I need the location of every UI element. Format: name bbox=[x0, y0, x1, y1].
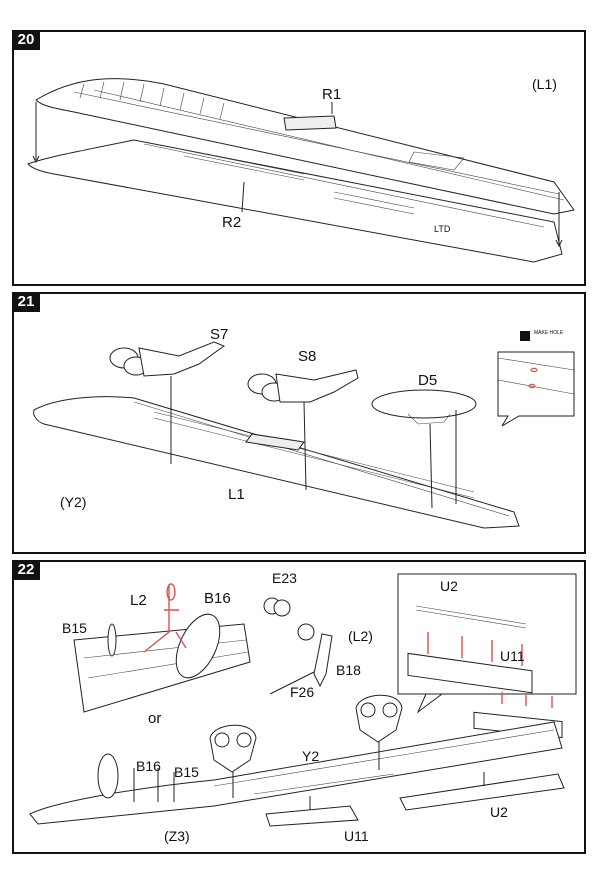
door-b15 bbox=[107, 623, 117, 657]
label-l2: L2 bbox=[130, 592, 147, 609]
landing-gear-diagram bbox=[29, 573, 577, 827]
grille-u2-detail bbox=[407, 605, 533, 694]
engine-pod-left bbox=[209, 724, 257, 773]
label-u11-lower: U11 bbox=[344, 828, 369, 844]
wheel-b16 bbox=[175, 613, 221, 679]
wing-lower-part bbox=[27, 139, 563, 263]
engine-pod-right bbox=[355, 694, 403, 743]
wheel-lower-b16 bbox=[97, 753, 119, 799]
label-l1: L1 bbox=[228, 486, 245, 503]
flap-tab bbox=[283, 115, 337, 131]
step-20-panel: 20 LTD R1 R2 (L1) bbox=[12, 30, 586, 286]
hole-mark-upper bbox=[530, 367, 538, 373]
step-21-panel: 21 S7 S8 bbox=[12, 292, 586, 554]
hole-mark-lower bbox=[528, 383, 536, 389]
step-22-panel: 22 bbox=[12, 560, 586, 854]
wing-upper-lower-diagram: LTD bbox=[27, 78, 575, 263]
wheel-e23 bbox=[263, 597, 315, 641]
panel-u11 bbox=[265, 805, 359, 827]
pod-d5 bbox=[371, 389, 477, 419]
step-number: 22 bbox=[12, 560, 40, 580]
rib-lines bbox=[79, 81, 225, 120]
wing-assembly bbox=[33, 396, 520, 529]
label-d5: D5 bbox=[418, 372, 438, 389]
label-b18: B18 bbox=[336, 662, 361, 678]
strut-b18 bbox=[313, 633, 333, 688]
label-or: or bbox=[148, 710, 162, 727]
slot-grid bbox=[153, 411, 475, 499]
step-number: 21 bbox=[12, 292, 40, 312]
label-b16: B16 bbox=[204, 590, 231, 607]
step-number: 20 bbox=[12, 30, 40, 50]
engine-s8 bbox=[247, 369, 359, 403]
label-f26: F26 bbox=[290, 684, 315, 700]
wing-y2 bbox=[29, 721, 563, 825]
label-y2: Y2 bbox=[302, 748, 320, 764]
label-u11: U11 bbox=[500, 648, 525, 664]
label-b15-lower: B15 bbox=[174, 764, 199, 780]
label-l1-marker: (L1) bbox=[532, 76, 557, 92]
engine-install-diagram bbox=[33, 331, 575, 529]
label-s7: S7 bbox=[210, 326, 229, 343]
drill-icon bbox=[520, 331, 530, 341]
label-z3: (Z3) bbox=[164, 828, 190, 844]
gear-leg-l2 bbox=[143, 586, 187, 653]
engine-s7 bbox=[109, 341, 226, 377]
rod-f26 bbox=[269, 671, 315, 695]
label-b15: B15 bbox=[62, 620, 87, 636]
engraved-text: LTD bbox=[434, 224, 451, 234]
label-u2: U2 bbox=[440, 578, 458, 594]
callout-bubble bbox=[497, 351, 575, 427]
label-l2-marker: (L2) bbox=[348, 628, 373, 644]
label-u2-lower: U2 bbox=[490, 804, 508, 820]
panel-u2 bbox=[399, 773, 565, 811]
label-r1: R1 bbox=[322, 86, 342, 103]
label-make-hole: MAKE HOLE bbox=[534, 330, 564, 336]
label-e23: E23 bbox=[272, 570, 297, 586]
slot-grid bbox=[183, 149, 415, 215]
label-b16-lower: B16 bbox=[136, 758, 161, 774]
label-s8: S8 bbox=[298, 348, 317, 365]
label-y2-marker: (Y2) bbox=[60, 494, 87, 510]
label-r2: R2 bbox=[222, 214, 242, 231]
